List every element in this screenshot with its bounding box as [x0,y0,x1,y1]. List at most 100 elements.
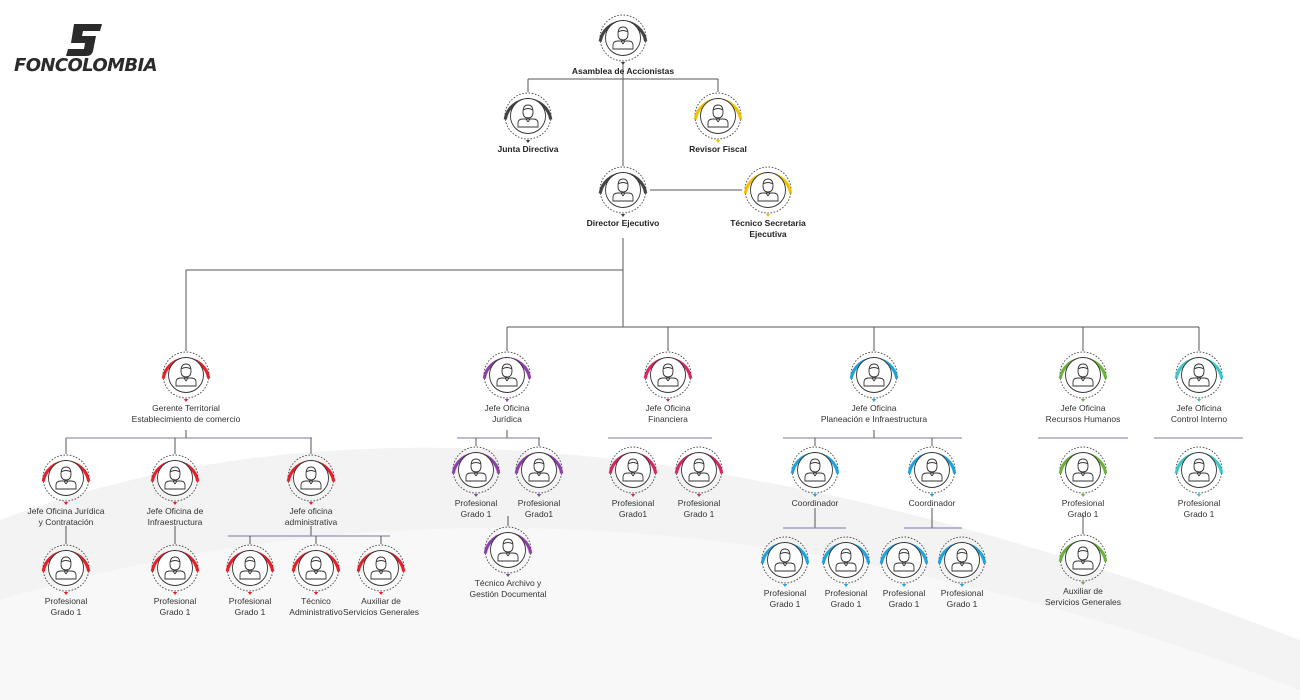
node-jrh [1058,351,1108,402]
node-pointer [172,592,178,595]
node-inner-circle [48,460,84,496]
node-label-jinfra: Jefe Oficina de Infraestructura [146,506,204,527]
node-label-pg1_l: Profesional Grado 1 [1061,498,1105,519]
node-label-jci: Jefe Oficina Control Interno [1170,403,1228,424]
node-label-jadmin: Jefe oficina administrativa [284,506,338,527]
node-pointer [473,494,479,497]
person-icon [757,178,779,202]
node-pointer [247,592,253,595]
company-logo: FONCOLOMBIA [14,24,158,76]
node-inner-circle [1065,540,1101,576]
node-label-pg1_k: Profesional Grado 1 [940,588,984,609]
node-coord2 [907,446,957,497]
node-label-pg1_b: Profesional Grado 1 [153,596,197,617]
node-inner-circle [232,550,268,586]
node-pointer [843,584,849,587]
node-inner-circle [293,460,329,496]
node-jjuridica_c [41,454,91,505]
node-pointer [172,502,178,505]
node-inner-circle [750,172,786,208]
node-pg1_m [1174,446,1224,497]
person-icon [863,363,885,387]
node-label-pg1_h: Profesional Grado 1 [763,588,807,609]
node-pointer [620,214,626,217]
node-label-tecarch: Técnico Archivo y Gestión Documental [469,578,547,599]
person-icon [893,548,915,572]
node-jinfra [150,454,200,505]
node-inner-circle [605,20,641,56]
node-inner-circle [157,460,193,496]
person-icon [804,458,826,482]
node-inner-circle [157,550,193,586]
node-label-pg1_c: Profesional Grado 1 [228,596,272,617]
node-auxsg_a [356,544,406,595]
node-pointer [620,62,626,65]
person-icon [951,548,973,572]
node-inner-circle [681,452,717,488]
person-icon [164,556,186,580]
person-icon [622,458,644,482]
node-pg1_j [879,536,929,587]
node-junta [503,92,553,143]
node-inner-circle [363,550,399,586]
node-pointer [63,502,69,505]
node-jjuridica [482,351,532,402]
node-label-asamblea: Asamblea de Accionistas [571,66,675,76]
node-label-pg1_i: Profesional Grado 1 [824,588,868,609]
node-pointer [871,399,877,402]
node-pg1_a [41,544,91,595]
node-label-pg1_g: Profesional Grado 1 [677,498,721,519]
node-label-pg1_j: Profesional Grado 1 [882,588,926,609]
node-pointer [1080,582,1086,585]
person-icon [1188,458,1210,482]
node-pointer [505,574,511,577]
node-inner-circle [767,542,803,578]
node-label-pg1_f: Profesional Grado1 [611,498,655,519]
person-icon [528,458,550,482]
person-icon [164,466,186,490]
node-pointer [782,584,788,587]
person-icon [300,466,322,490]
node-label-pg1_e: Profesional Grado1 [517,498,561,519]
node-label-director: Director Ejecutivo [586,218,660,228]
node-inner-circle [828,542,864,578]
node-label-revisor: Revisor Fiscal [689,144,747,154]
node-label-coord2: Coordinador [908,498,956,508]
node-inner-circle [605,172,641,208]
person-icon [465,458,487,482]
node-asamblea [598,14,648,65]
node-pg1_i [821,536,871,587]
person-icon [612,178,634,202]
node-inner-circle [1181,452,1217,488]
node-revisor [693,92,743,143]
node-label-auxsg_a: Auxiliar de Servicios Generales [342,596,420,617]
node-pointer [504,399,510,402]
node-inner-circle [1065,357,1101,393]
node-inner-circle [490,532,526,568]
node-pointer [715,140,721,143]
person-icon [370,556,392,580]
node-jci [1174,351,1224,402]
node-inner-circle [510,98,546,134]
logo-mark-icon [66,24,102,56]
node-inner-circle [168,357,204,393]
node-label-coord1: Coordinador [791,498,839,508]
node-inner-circle [489,357,525,393]
node-pointer [665,399,671,402]
node-label-gerente: Gerente Territorial Establecimiento de c… [131,403,241,424]
node-pg1_d [451,446,501,497]
node-pg1_k [937,536,987,587]
node-pg1_l [1058,446,1108,497]
person-icon [55,556,77,580]
node-label-pg1_d: Profesional Grado 1 [454,498,498,519]
node-inner-circle [615,452,651,488]
person-icon [517,104,539,128]
node-pointer [63,592,69,595]
node-inner-circle [1181,357,1217,393]
node-inner-circle [944,542,980,578]
node-inner-circle [1065,452,1101,488]
node-pointer [536,494,542,497]
node-inner-circle [914,452,950,488]
node-inner-circle [48,550,84,586]
node-label-pg1_a: Profesional Grado 1 [44,596,88,617]
